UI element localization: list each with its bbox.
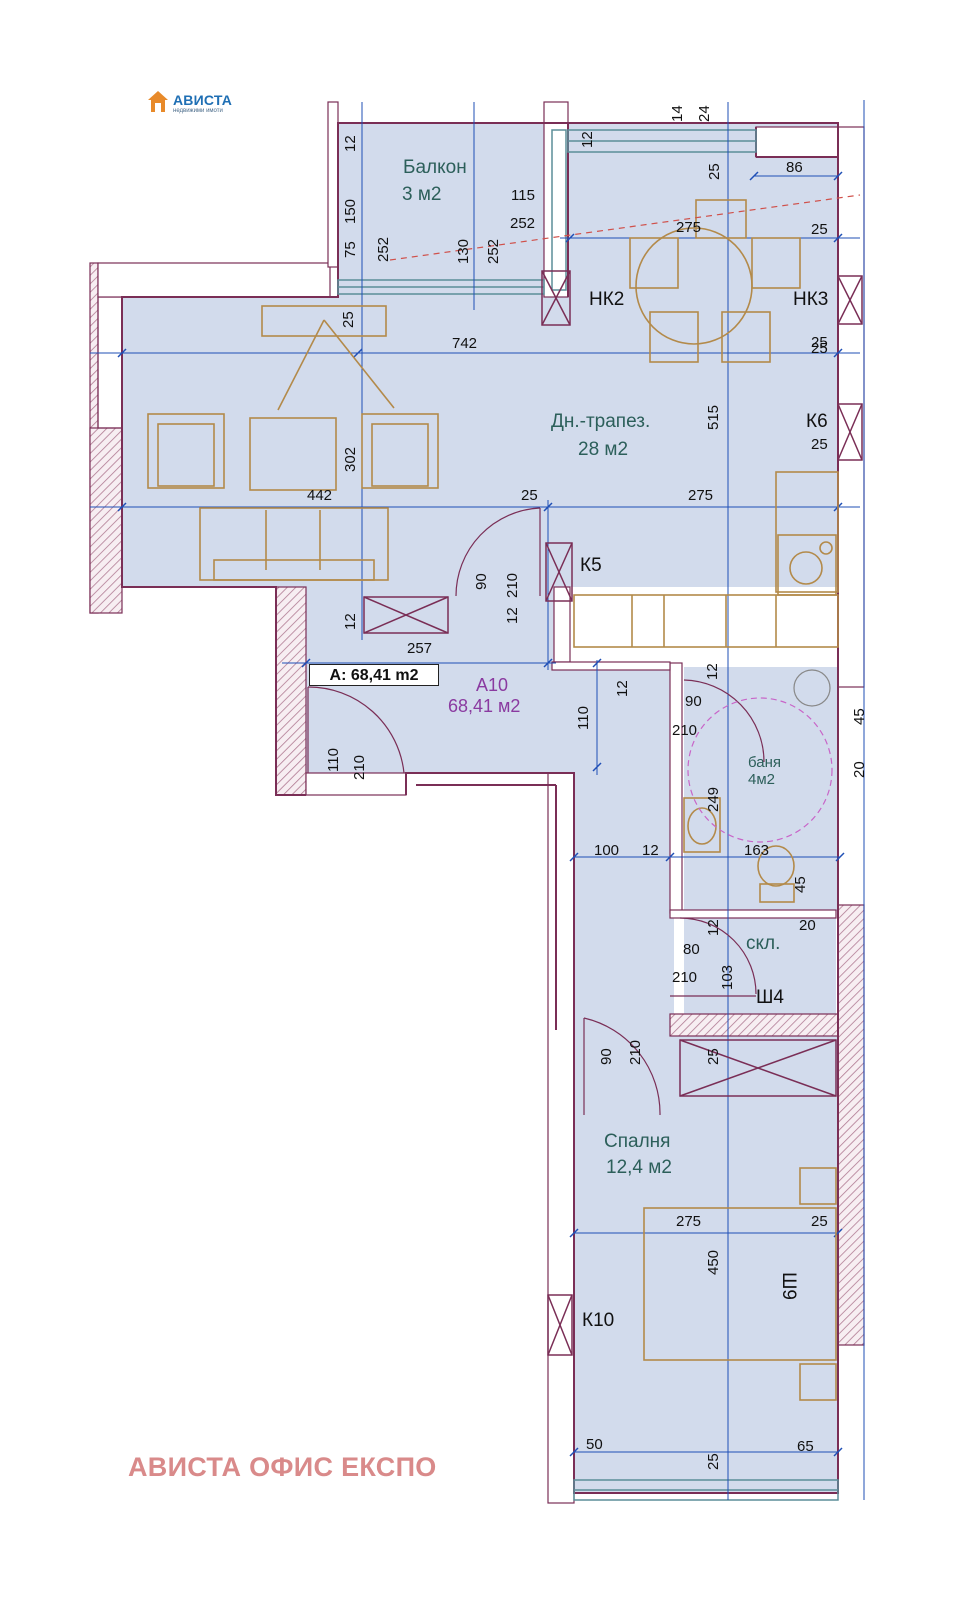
dimension-label: 14	[669, 105, 686, 122]
room-name: Спалня	[604, 1131, 671, 1152]
shaft-boxes	[363, 270, 863, 1356]
dimension-label: 110	[575, 706, 592, 730]
dimension-label: 25	[706, 163, 723, 180]
room-fill	[122, 123, 838, 1493]
dimension-label: 12	[614, 680, 631, 697]
dimension-label: 20	[851, 761, 868, 778]
dimension-label: 25	[705, 1453, 722, 1470]
dimension-label: 742	[452, 335, 478, 352]
dimension-label: 257	[407, 640, 433, 657]
company-logo: АВИСТА недвижими имоти	[146, 88, 232, 115]
room-name: баня	[748, 754, 781, 771]
house-icon	[148, 91, 168, 112]
dimension-label: 103	[719, 964, 736, 990]
dimension-label: 130	[455, 238, 472, 264]
dimension-label: 45	[851, 708, 868, 725]
dimension-label: 252	[375, 236, 392, 262]
dimension-ticks	[117, 171, 845, 1457]
dimension-label: 150	[342, 198, 359, 224]
dimension-label: 45	[792, 876, 809, 893]
dimension-label: 163	[744, 842, 770, 859]
dimension-label: 25	[811, 436, 828, 453]
room-code: НК3	[793, 289, 829, 310]
dimension-label: 100	[594, 842, 620, 859]
dimension-label: 252	[485, 238, 502, 264]
dimension-label: 12	[642, 842, 659, 859]
room-code: Ш9	[778, 1272, 799, 1300]
dimension-label: 12	[342, 613, 359, 630]
furniture	[147, 199, 839, 1401]
dimension-label: 50	[586, 1436, 603, 1453]
logo-tagline: недвижими имоти	[173, 108, 223, 114]
dimension-label: 90	[473, 573, 490, 590]
room-name: Балкон	[403, 157, 467, 178]
dimension-label: 249	[705, 786, 722, 812]
dimension-label: 25	[811, 340, 828, 357]
dimension-label: 210	[627, 1039, 644, 1065]
room-area: 28 м2	[578, 439, 629, 460]
dimension-label: 210	[504, 572, 521, 598]
dimension-label: 25	[811, 334, 828, 351]
logo-name: АВИСТА	[173, 92, 233, 108]
dimension-label: 12	[342, 135, 359, 152]
dimension-label: 25	[521, 487, 538, 504]
dimension-label: 442	[307, 487, 333, 504]
dimension-label: 90	[685, 693, 702, 710]
room-code: К6	[806, 411, 828, 432]
dimension-label: 90	[598, 1048, 615, 1065]
dimension-label: 115	[511, 187, 535, 204]
watermark: АВИСТА ОФИС ЕКСПО	[128, 1452, 437, 1482]
dimension-label: 12	[705, 919, 722, 936]
dimension-label: 65	[797, 1438, 814, 1455]
room-code: Ш4	[756, 987, 784, 1008]
door-swings	[307, 507, 765, 1116]
room-code: НК2	[589, 289, 625, 310]
dimension-lines	[90, 100, 865, 1500]
total-area-box: A: 68,41 m2	[309, 664, 439, 686]
room-code: К5	[580, 555, 602, 576]
apartment-area: 68,41 м2	[448, 696, 521, 716]
apartment-code: A10	[476, 675, 509, 695]
dimension-label: 302	[342, 446, 359, 472]
dimension-label: 75	[342, 241, 359, 258]
room-name: Дн.-трапез.	[551, 411, 651, 432]
dimension-label: 275	[676, 1213, 702, 1230]
room-code: К10	[582, 1310, 615, 1331]
dimension-label: 24	[696, 105, 713, 122]
dimension-label: 12	[704, 663, 721, 680]
dimension-label: 515	[705, 404, 722, 430]
dimension-label: 12	[504, 607, 521, 624]
dimension-label: 12	[579, 131, 596, 148]
dimension-label: 25	[811, 1213, 828, 1230]
room-area: 4м2	[748, 771, 775, 788]
dimension-label: 275	[676, 219, 702, 236]
boiler-icon	[793, 669, 831, 707]
room-name: скл.	[746, 933, 781, 954]
dimension-label: 25	[340, 311, 357, 328]
room-area: 3 м2	[402, 184, 442, 205]
dimension-label: 210	[351, 754, 368, 780]
dimension-label: 210	[672, 722, 698, 739]
dimension-label: 450	[705, 1249, 722, 1275]
dimension-label: 252	[510, 215, 536, 232]
dimension-label: 25	[811, 221, 828, 238]
windows	[337, 129, 839, 1501]
dimension-label: 20	[799, 917, 816, 934]
dimension-label: 110	[325, 748, 342, 772]
balcony-edge	[389, 194, 861, 261]
dimension-label: 86	[786, 159, 803, 176]
dimension-label: 275	[688, 487, 714, 504]
shower-circle	[687, 697, 833, 843]
dimension-label: 210	[672, 969, 698, 986]
dimension-label: 25	[705, 1048, 722, 1065]
room-area: 12,4 м2	[606, 1157, 672, 1178]
dimension-label: 80	[683, 941, 700, 958]
walls	[89, 101, 865, 1504]
